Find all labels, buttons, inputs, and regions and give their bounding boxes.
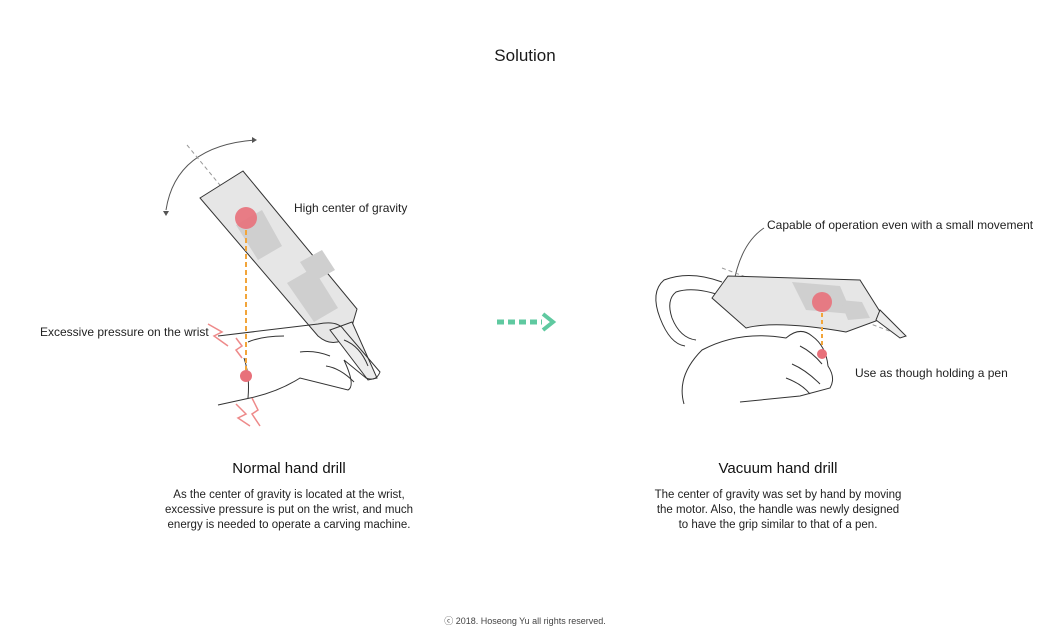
annotation-wrist-pressure: Excessive pressure on the wrist bbox=[40, 325, 209, 339]
stress-bolt-icon bbox=[207, 323, 261, 427]
normal-drill-description: As the center of gravity is located at t… bbox=[164, 489, 413, 531]
normal-gravity-dot bbox=[235, 207, 257, 229]
vacuum-drill-illustration bbox=[655, 227, 907, 405]
rotation-arc-icon bbox=[165, 139, 256, 211]
normal-drill-illustration bbox=[163, 137, 381, 427]
copyright-footer: ⓒ 2018. Hoseong Yu all rights reserved. bbox=[444, 616, 606, 626]
page-title: Solution bbox=[494, 46, 556, 65]
normal-drill-title: Normal hand drill bbox=[232, 460, 346, 477]
vacuum-drill-title: Vacuum hand drill bbox=[718, 460, 838, 477]
vacuum-drill-description: The center of gravity was set by hand by… bbox=[654, 489, 902, 531]
vacuum-gravity-dot bbox=[812, 292, 832, 312]
normal-wrist-dot bbox=[240, 370, 252, 382]
annotation-high-gravity: High center of gravity bbox=[294, 201, 408, 215]
vacuum-fingertip-dot bbox=[817, 349, 827, 359]
transition-arrow-icon bbox=[497, 312, 557, 332]
annotation-hold-pen: Use as though holding a pen bbox=[855, 366, 1008, 380]
annotation-small-movement: Capable of operation even with a small m… bbox=[767, 218, 1034, 232]
